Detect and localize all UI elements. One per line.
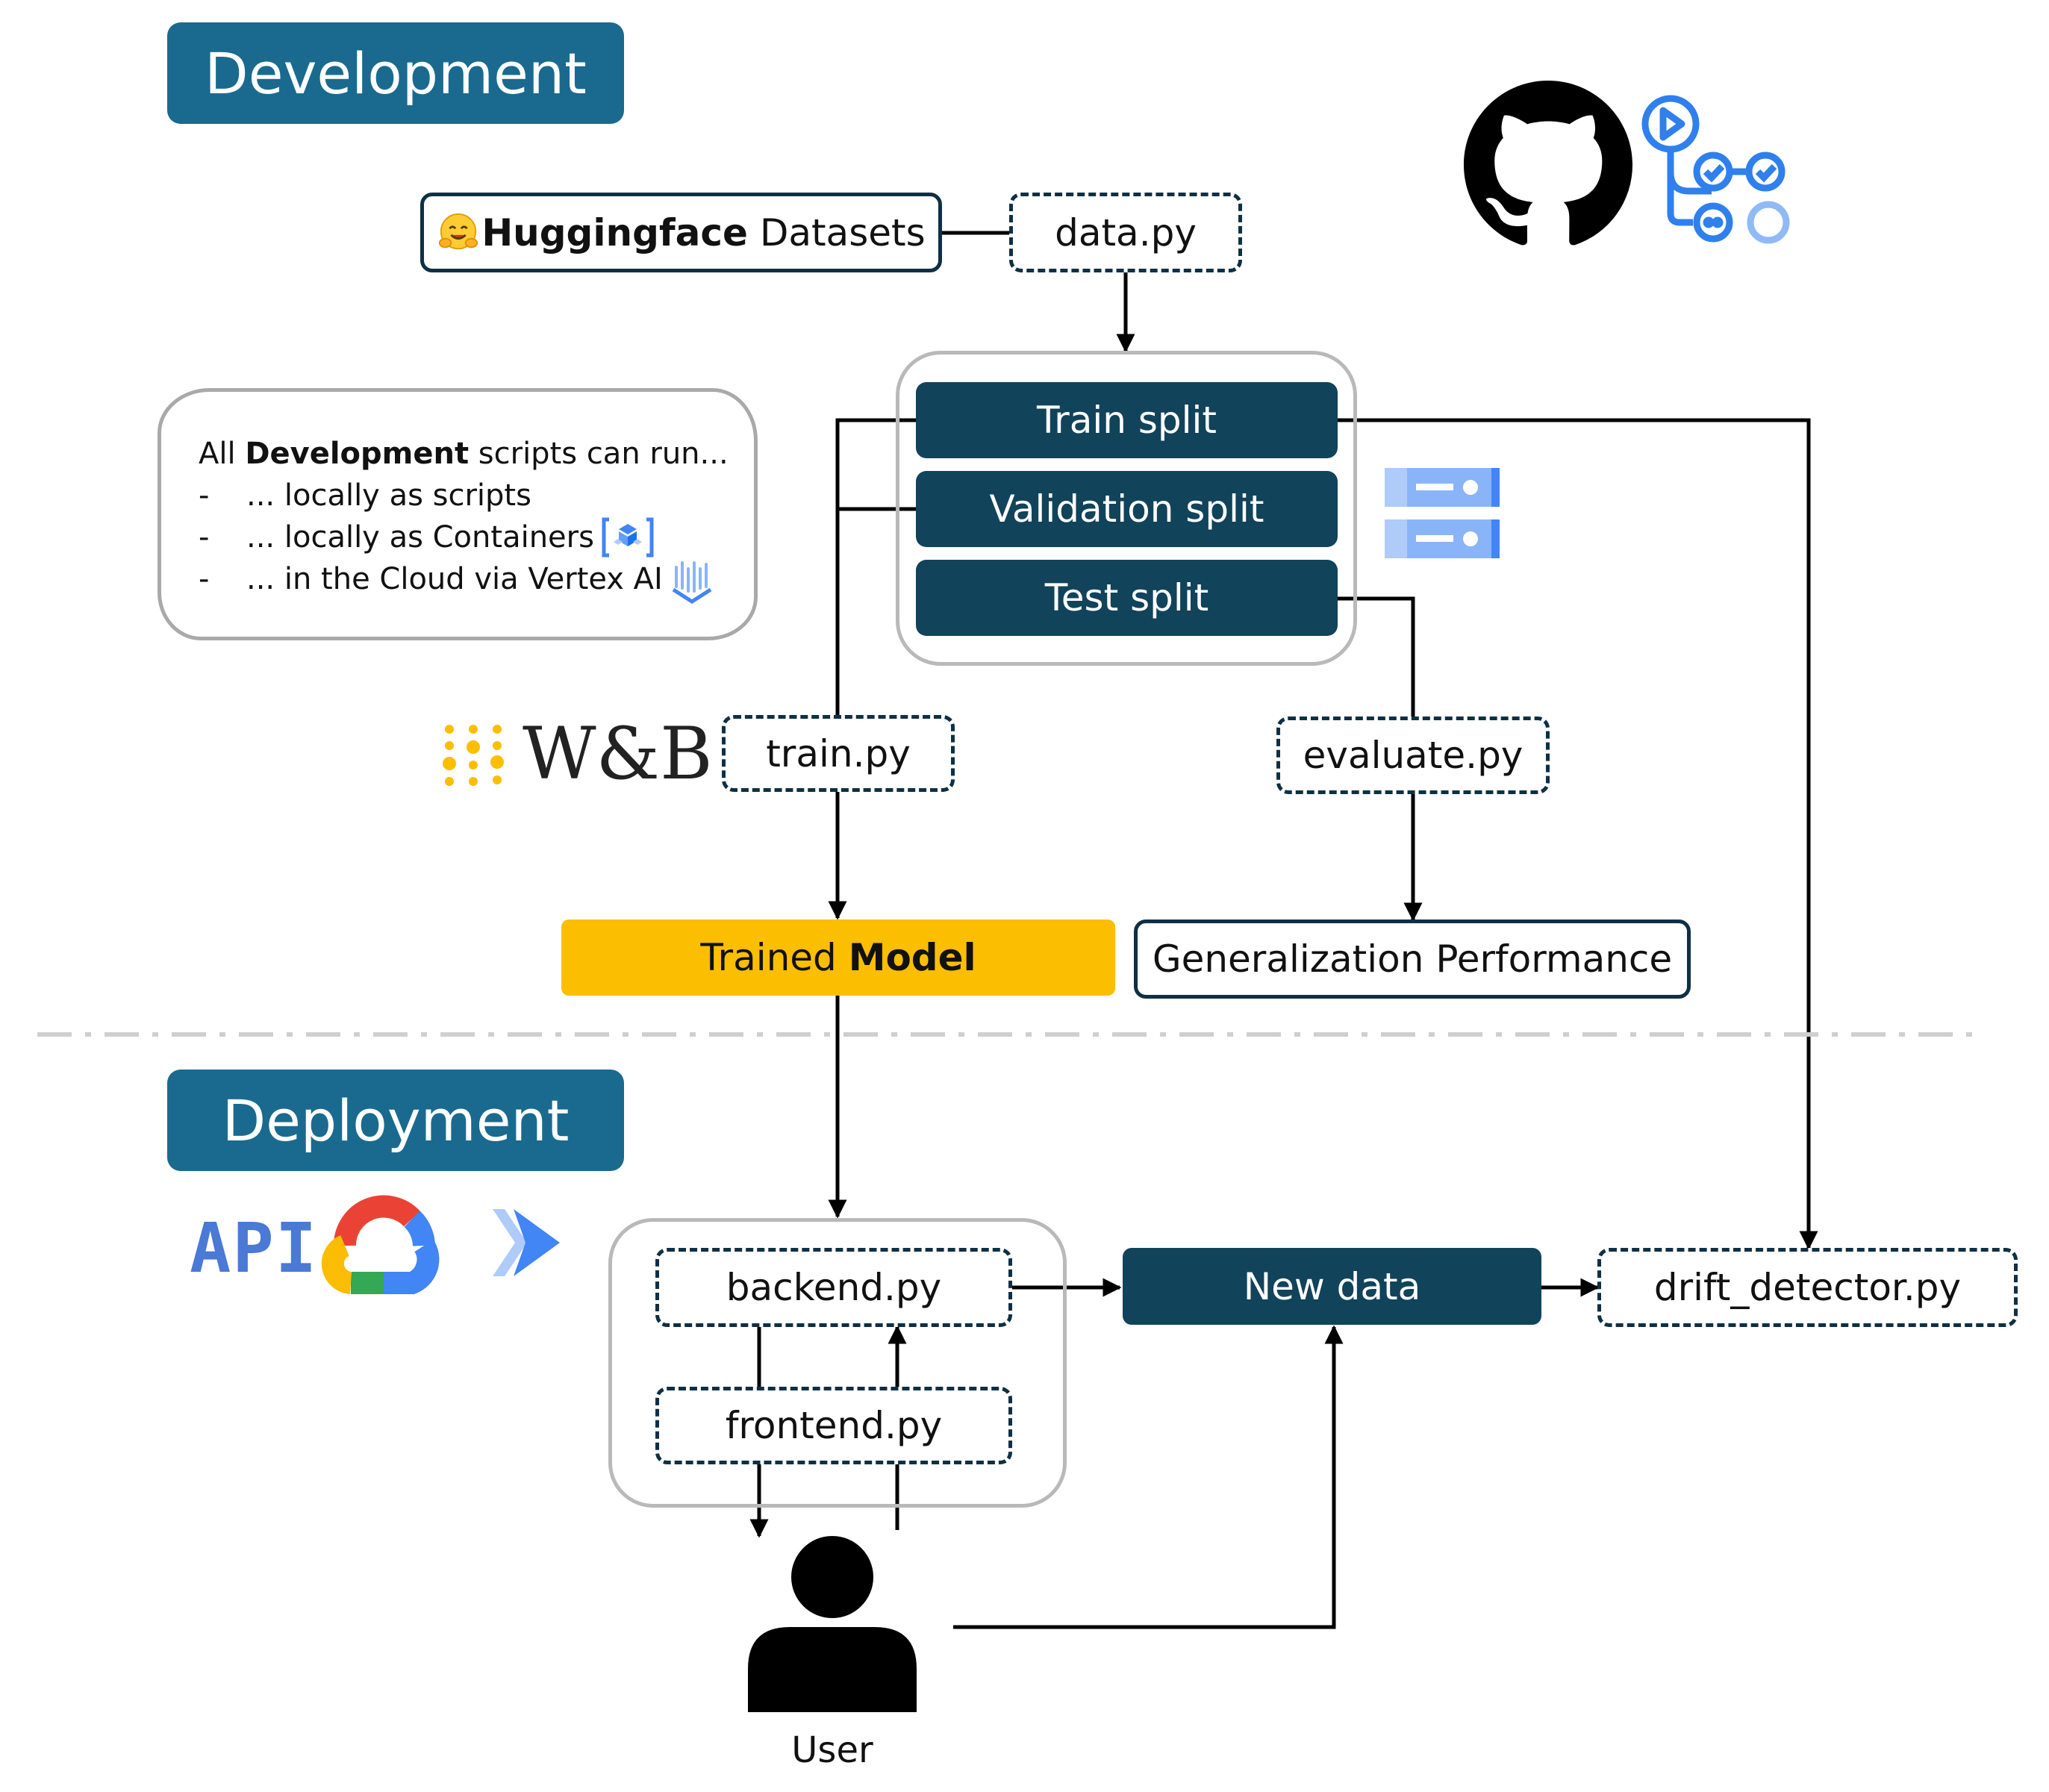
note-bold: Development <box>245 437 470 471</box>
user-label-text: User <box>791 1729 873 1771</box>
note-bullet-1-text: ... locally as scripts <box>246 478 531 513</box>
storage-bucket-icon <box>1385 468 1500 558</box>
huggingface-bold-text: Huggingface <box>481 210 748 255</box>
note-bullet-2-text: ... locally as Containers <box>246 520 594 555</box>
train-split-text: Train split <box>1036 399 1217 442</box>
api-logo: API <box>190 1208 318 1290</box>
generalization-performance-text: Generalization Performance <box>1152 937 1673 981</box>
drift-detector-py-box: drift_detector.py <box>1597 1248 2018 1327</box>
evaluate-py-text: evaluate.py <box>1303 734 1524 777</box>
note-headline: All Development scripts can run... <box>199 433 729 475</box>
note-bullet-1: - ... locally as scripts <box>199 475 729 516</box>
deployment-label: Deployment <box>167 1070 624 1171</box>
generalization-performance-box: Generalization Performance <box>1134 920 1691 999</box>
bullet-marker: - <box>199 562 210 596</box>
deployment-label-text: Deployment <box>222 1087 570 1154</box>
note-bullet-2: - ... locally as Containers <box>199 516 729 558</box>
app-group <box>608 1218 1067 1508</box>
drift-detector-py-text: drift_detector.py <box>1653 1266 1962 1309</box>
evaluate-py-box: evaluate.py <box>1276 717 1550 794</box>
bullet-marker: - <box>199 478 210 513</box>
development-label-text: Development <box>205 40 587 107</box>
wandb-dots-icon <box>443 725 504 786</box>
frontend-py-text: frontend.py <box>725 1404 943 1447</box>
datasets-text: Datasets <box>747 210 926 255</box>
huggingface-datasets-box: Huggingface Datasets <box>420 193 942 272</box>
backend-py-box: backend.py <box>655 1248 1012 1327</box>
splits-group <box>896 351 1357 666</box>
new-data-box: New data <box>1123 1248 1541 1325</box>
hugging-face-emoji-icon <box>439 213 478 249</box>
train-py-box: train.py <box>722 715 955 792</box>
frontend-py-box: frontend.py <box>655 1387 1012 1464</box>
validation-split-box: Validation split <box>916 471 1338 547</box>
google-cloud-icon <box>321 1195 440 1294</box>
note-content: All Development scripts can run... - ... … <box>199 433 729 605</box>
wandb-logo: W&B <box>523 709 713 799</box>
github-icon <box>1464 81 1632 246</box>
cloud-run-icon <box>493 1209 560 1276</box>
user-icon <box>748 1536 917 1712</box>
test-split-to-evaluate-line <box>1338 596 1415 717</box>
note-bullet-3: - ... in the Cloud via Vertex AI <box>199 558 729 605</box>
backend-py-text: backend.py <box>726 1266 942 1309</box>
note-prefix: All <box>199 437 246 471</box>
new-data-text: New data <box>1243 1264 1421 1308</box>
data-py-box: data.py <box>1009 193 1242 272</box>
vertex-ai-icon <box>672 561 712 604</box>
train-split-to-drift-arrow <box>1338 418 1818 1250</box>
test-split-box: Test split <box>916 560 1338 636</box>
train-split-to-train-line <box>835 418 916 715</box>
model-bold-text: Model <box>848 936 976 979</box>
api-logo-text: API <box>190 1208 319 1288</box>
data-py-text: data.py <box>1055 210 1197 255</box>
validation-split-text: Validation split <box>989 487 1264 531</box>
github-actions-icon <box>1641 95 1790 244</box>
test-split-text: Test split <box>1044 576 1209 619</box>
development-label: Development <box>167 22 624 124</box>
user-to-newdata-arrow <box>953 1325 1344 1629</box>
note-suffix: scripts can run... <box>469 437 729 471</box>
user-label: User <box>758 1724 907 1776</box>
development-note: All Development scripts can run... - ... … <box>158 388 758 640</box>
train-split-box: Train split <box>916 382 1338 458</box>
train-py-text: train.py <box>766 731 911 775</box>
note-bullet-3-text: ... in the Cloud via Vertex AI <box>246 562 663 596</box>
trained-model-box: Trained Model <box>561 920 1115 996</box>
container-icon <box>602 517 654 558</box>
wandb-logo-text: W&B <box>523 712 713 796</box>
trained-prefix-text: Trained <box>700 936 849 979</box>
bullet-marker: - <box>199 520 210 555</box>
